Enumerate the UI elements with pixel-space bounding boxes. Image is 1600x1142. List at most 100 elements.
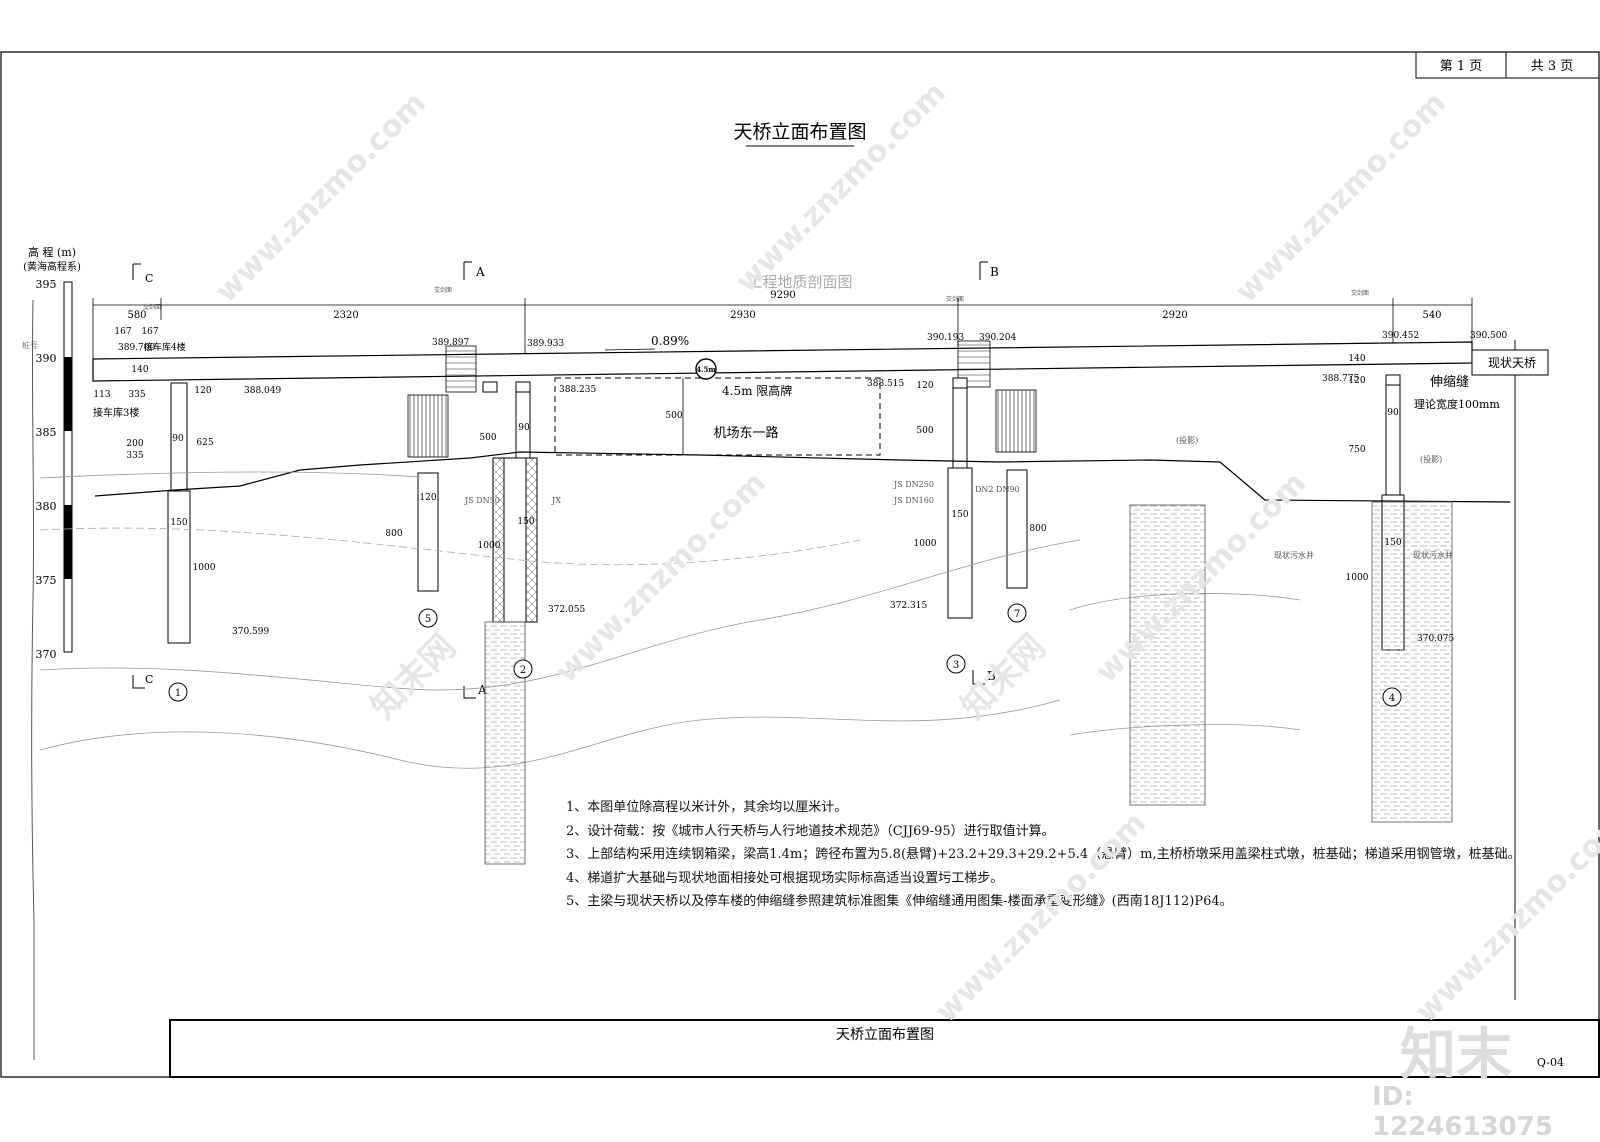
dimension-line bbox=[92, 298, 1473, 360]
title-block-title: 天桥立面布置图 bbox=[836, 1027, 934, 1043]
road-label: 机场东一路 bbox=[713, 425, 778, 441]
dim-label: 120 bbox=[419, 493, 436, 503]
dim-label: 120 bbox=[194, 386, 211, 396]
left-mark: 桩号 bbox=[22, 340, 38, 350]
elevation-value: 372.055 bbox=[548, 605, 585, 615]
sewer-label: 现状污水井 bbox=[1413, 550, 1453, 560]
dim-label: 1000 bbox=[193, 563, 216, 573]
dim-label: 500 bbox=[665, 411, 682, 421]
pier-5-column bbox=[417, 472, 439, 592]
note-line: 2、设计荷载：按《城市人行天桥与人行地道技术规范》（CJJ69-95）进行取值计… bbox=[566, 823, 1055, 839]
elevation-value: 390.193 bbox=[927, 333, 964, 343]
pier-number: 7 bbox=[1014, 609, 1020, 620]
span-label: 540 bbox=[1422, 310, 1441, 321]
dim-label: 335 bbox=[126, 451, 143, 461]
id-watermark: ID: 1224613075 bbox=[1372, 1082, 1553, 1142]
pipe-label: JS DN50 bbox=[464, 496, 500, 505]
total-length-label: 9290 bbox=[770, 290, 795, 301]
box-girder bbox=[92, 341, 1473, 382]
dim-label: 140 bbox=[1348, 354, 1365, 364]
borehole-column-3 bbox=[1129, 504, 1206, 806]
pier-number-circle bbox=[418, 608, 438, 628]
brand-watermark: 知末 bbox=[1400, 1023, 1512, 1088]
span-label: 2320 bbox=[333, 310, 358, 321]
dim-label: 625 bbox=[196, 438, 213, 448]
section-marker-c bbox=[132, 263, 145, 689]
borehole-column-2 bbox=[484, 621, 526, 865]
dim-label: 90 bbox=[518, 423, 530, 433]
elevation-tick: 385 bbox=[36, 426, 57, 439]
drawing-title: 天桥立面布置图 bbox=[733, 121, 866, 143]
section-b-label: B bbox=[987, 669, 996, 683]
dim-label: 167 bbox=[114, 327, 131, 337]
elevation-tick: 375 bbox=[36, 574, 57, 587]
title-block: 天桥立面布置图 Q-04 bbox=[169, 1019, 1600, 1078]
soil-layer bbox=[39, 527, 861, 566]
elevation-value: 388.049 bbox=[244, 386, 281, 396]
existing-bridge bbox=[1471, 349, 1549, 376]
page-info-box: 第 1 页 共 3 页 bbox=[1415, 51, 1600, 79]
elevation-value: 370.075 bbox=[1417, 634, 1454, 644]
soil-layer bbox=[39, 471, 421, 479]
projection-label: (投影) bbox=[1420, 454, 1442, 464]
section-c-label: C bbox=[145, 673, 153, 686]
elevation-axis-subtitle: (黄海高程系) bbox=[23, 260, 81, 273]
height-limit-sign-text: 4.5m bbox=[696, 365, 716, 374]
note-line: 4、梯道扩大基础与现状地面相接处可根据现场实际标高适当设置圬工梯步。 bbox=[566, 870, 1004, 886]
pier-2 bbox=[482, 381, 538, 623]
pier-number-circle bbox=[1007, 603, 1027, 623]
dim-label: 113 bbox=[93, 390, 110, 400]
dim-label: 1000 bbox=[1346, 573, 1369, 583]
elevation-value: 390.452 bbox=[1382, 331, 1419, 341]
pier-cap-a bbox=[445, 345, 477, 393]
elevation-value: 388.775 bbox=[1322, 374, 1359, 384]
dim-label: 200 bbox=[126, 439, 143, 449]
expansion-joint-label: 伸缩缝 bbox=[1430, 374, 1469, 390]
dim-label: 800 bbox=[1029, 524, 1046, 534]
pier-number: 5 bbox=[425, 614, 431, 625]
pier-number-circle bbox=[513, 659, 533, 679]
elevation-value: 389.933 bbox=[527, 339, 564, 349]
left-terrain-edge bbox=[31, 299, 35, 1060]
elevation-value: 388.515 bbox=[867, 379, 904, 389]
dim-label: 150 bbox=[170, 518, 187, 528]
dim-label: 90 bbox=[1387, 408, 1399, 418]
geologic-section-label: 工程地质剖面图 bbox=[747, 273, 852, 291]
pipe-label: JX bbox=[551, 496, 561, 505]
joint-width-label: 理论宽度100mm bbox=[1414, 397, 1500, 411]
dim-label: 750 bbox=[1348, 445, 1365, 455]
dim-label: 800 bbox=[385, 529, 402, 539]
elevation-value: 388.235 bbox=[559, 385, 596, 395]
drawing-code: Q-04 bbox=[1537, 1056, 1564, 1069]
section-a-label: A bbox=[477, 683, 487, 697]
pier-number: 1 bbox=[175, 688, 181, 699]
pier-number-circle bbox=[1382, 687, 1402, 707]
note-line: 3、上部结构采用连续钢箱梁，梁高1.4m；跨径布置为5.8(悬臂)+23.2+2… bbox=[566, 847, 1521, 862]
pipe-label: JS DN160 bbox=[893, 496, 934, 505]
pier-number: 2 bbox=[520, 665, 526, 676]
connect-3f-label: 接车库3楼 bbox=[93, 406, 139, 419]
dim-label: 120 bbox=[916, 381, 933, 391]
slope-arrow bbox=[604, 348, 656, 351]
section-a-label: A bbox=[475, 265, 485, 279]
road-clearance-box bbox=[554, 377, 881, 456]
pier-number-circle bbox=[946, 654, 966, 674]
page-total: 共 3 页 bbox=[1531, 59, 1574, 74]
elevation-tick: 395 bbox=[36, 278, 57, 291]
section-c-label: C bbox=[145, 272, 153, 285]
section-marker-b bbox=[972, 261, 988, 685]
pier-number-circle bbox=[168, 682, 188, 702]
dim-label: 167 bbox=[141, 327, 158, 337]
pier-7-column bbox=[1006, 469, 1028, 589]
cross-section-tag: 交剑面 bbox=[143, 303, 161, 311]
page-number: 第 1 页 bbox=[1440, 59, 1483, 74]
elevation-tick: 380 bbox=[36, 500, 57, 513]
dim-label: 150 bbox=[951, 510, 968, 520]
dim-label: 90 bbox=[172, 434, 184, 444]
soil-layer bbox=[39, 699, 1061, 769]
dim-label: 1000 bbox=[914, 539, 937, 549]
dim-label: 1000 bbox=[478, 541, 501, 551]
elevation-value: 372.315 bbox=[890, 601, 927, 611]
